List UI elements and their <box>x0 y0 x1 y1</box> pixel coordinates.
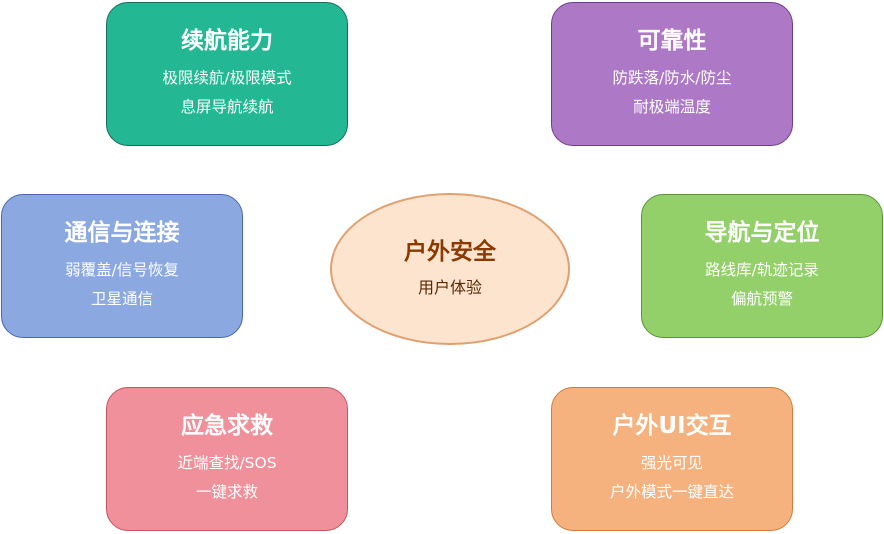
card-line: 一键求救 <box>195 483 258 501</box>
card-outdoor-ui: 户外UI交互 强光可见 户外模式一键直达 <box>551 387 793 531</box>
card-line: 户外模式一键直达 <box>609 483 734 501</box>
card-reliability: 可靠性 防跌落/防水/防尘 耐极端温度 <box>551 2 793 146</box>
card-line: 息屏导航续航 <box>180 98 274 116</box>
card-title: 通信与连接 <box>64 220 180 246</box>
card-title: 续航能力 <box>181 28 273 54</box>
card-emergency: 应急求救 近端查找/SOS 一键求救 <box>106 387 348 531</box>
card-line: 偏航预警 <box>730 290 793 308</box>
card-navigation: 导航与定位 路线库/轨迹记录 偏航预警 <box>641 194 883 338</box>
card-line: 路线库/轨迹记录 <box>705 261 819 279</box>
card-communication: 通信与连接 弱覆盖/信号恢复 卫星通信 <box>1 194 243 338</box>
card-line: 卫星通信 <box>90 290 153 308</box>
center-subtitle: 用户体验 <box>417 278 482 297</box>
card-line: 弱覆盖/信号恢复 <box>65 261 179 279</box>
card-title: 导航与定位 <box>704 220 820 246</box>
card-line: 强光可见 <box>640 454 703 472</box>
card-line: 极限续航/极限模式 <box>162 69 292 87</box>
card-line: 耐极端温度 <box>633 98 711 116</box>
center-title: 户外安全 <box>404 239 496 265</box>
card-title: 应急求救 <box>181 413 273 439</box>
card-battery-life: 续航能力 极限续航/极限模式 息屏导航续航 <box>106 2 348 146</box>
card-title: 户外UI交互 <box>612 413 732 439</box>
center-ellipse: 户外安全 用户体验 <box>330 193 570 345</box>
card-title: 可靠性 <box>637 28 707 54</box>
card-line: 近端查找/SOS <box>177 454 277 472</box>
card-line: 防跌落/防水/防尘 <box>612 69 732 87</box>
